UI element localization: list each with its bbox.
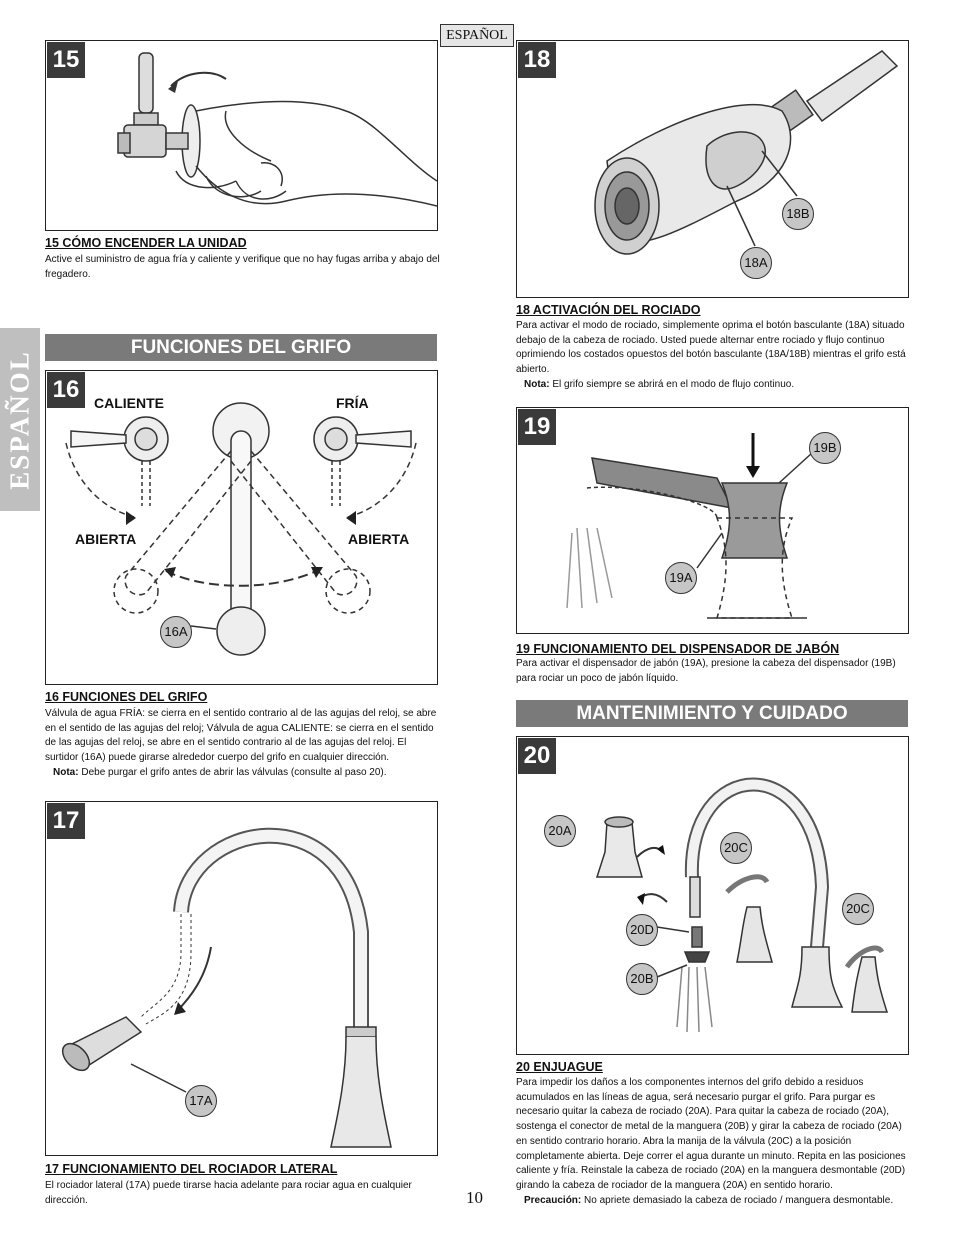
step18-body-text: Para activar el modo de rociado, simplem…	[516, 320, 906, 376]
side-sprayer-illustration	[61, 827, 392, 1148]
callout-19a: 19A	[665, 562, 697, 594]
step16-number: 16	[47, 372, 85, 408]
callout-19b: 19B	[809, 432, 841, 464]
soap-dispenser-illustration	[566, 433, 813, 619]
faucet-functions-diagram	[65, 402, 417, 656]
step17-body: El rociador lateral (17A) puede tirarse …	[45, 1180, 412, 1206]
step15-body: Active el suministro de agua fría y cali…	[45, 254, 440, 280]
step15-title: 15 CÓMO ENCENDER LA UNIDAD	[45, 236, 247, 250]
step16-note-label: Nota:	[53, 766, 79, 778]
step15-number: 15	[47, 42, 85, 78]
step19-figure: 19 19B 19A	[516, 407, 909, 634]
hand-valve-illustration	[117, 52, 437, 207]
callout-18a: 18A	[740, 247, 772, 279]
step16-note: Debe purgar el grifo antes de abrir las …	[81, 766, 387, 778]
section-faucet-functions: FUNCIONES DEL GRIFO	[45, 334, 437, 361]
callout-20d: 20D	[626, 914, 658, 946]
step17-number: 17	[47, 803, 85, 839]
step18-title: 18 ACTIVACIÓN DEL ROCIADO	[516, 303, 701, 317]
step20-caution-label: Precaución:	[524, 1194, 582, 1206]
language-tag: ESPAÑOL	[440, 24, 514, 47]
step20-caution: No apriete demasiado la cabeza de rociad…	[584, 1194, 894, 1206]
step20-body: Para impedir los daños a los componentes…	[516, 1076, 909, 1208]
callout-16a: 16A	[160, 616, 192, 648]
side-language-tab: ESPAÑOL	[0, 328, 40, 511]
label-cold: FRÍA	[336, 395, 369, 411]
step20-number: 20	[518, 738, 556, 774]
step18-number: 18	[518, 42, 556, 78]
step19-title: 19 FUNCIONAMIENTO DEL DISPENSADOR DE JAB…	[516, 642, 840, 656]
side-tab-label: ESPAÑOL	[4, 349, 35, 490]
callout-20c-upper: 20C	[720, 832, 752, 864]
callout-18b: 18B	[782, 198, 814, 230]
label-open-right: ABIERTA	[348, 531, 410, 547]
step19-body: Para activar el dispensador de jabón (19…	[516, 658, 896, 684]
callout-20b: 20B	[626, 963, 658, 995]
step18-body: Para activar el modo de rociado, simplem…	[516, 319, 909, 393]
step17-title: 17 FUNCIONAMIENTO DEL ROCIADOR LATERAL	[45, 1162, 338, 1176]
callout-17a: 17A	[185, 1085, 217, 1117]
page-number: 10	[466, 1188, 483, 1207]
step20-title: 20 ENJUAGUE	[516, 1060, 603, 1074]
step20-figure: 20 20A 20C 20C 20D 20B	[516, 736, 909, 1055]
spray-head-illustration	[594, 50, 899, 255]
section-maintenance: MANTENIMIENTO Y CUIDADO	[516, 700, 908, 727]
step15-figure: 15	[45, 40, 438, 231]
callout-20c-right: 20C	[842, 893, 874, 925]
label-hot: CALIENTE	[94, 395, 164, 411]
step18-figure: 18 18B 18A	[516, 40, 909, 298]
step16-figure: 16 CALIENTE FRÍA ABIERTA ABIERTA 16A	[45, 370, 438, 685]
step16-body: Válvula de agua FRÍA: se cierra en el se…	[45, 707, 440, 781]
callout-20a: 20A	[544, 815, 576, 847]
label-open-left: ABIERTA	[75, 531, 137, 547]
step20-body-text: Para impedir los daños a los componentes…	[516, 1077, 906, 1191]
step18-note: El grifo siempre se abrirá en el modo de…	[552, 378, 795, 390]
flushing-illustration	[595, 777, 889, 1033]
step16-body-text: Válvula de agua FRÍA: se cierra en el se…	[45, 708, 437, 764]
step18-note-label: Nota:	[524, 378, 550, 390]
step19-number: 19	[518, 409, 556, 445]
step17-figure: 17 17A	[45, 801, 438, 1156]
step16-title: 16 FUNCIONES DEL GRIFO	[45, 690, 208, 704]
